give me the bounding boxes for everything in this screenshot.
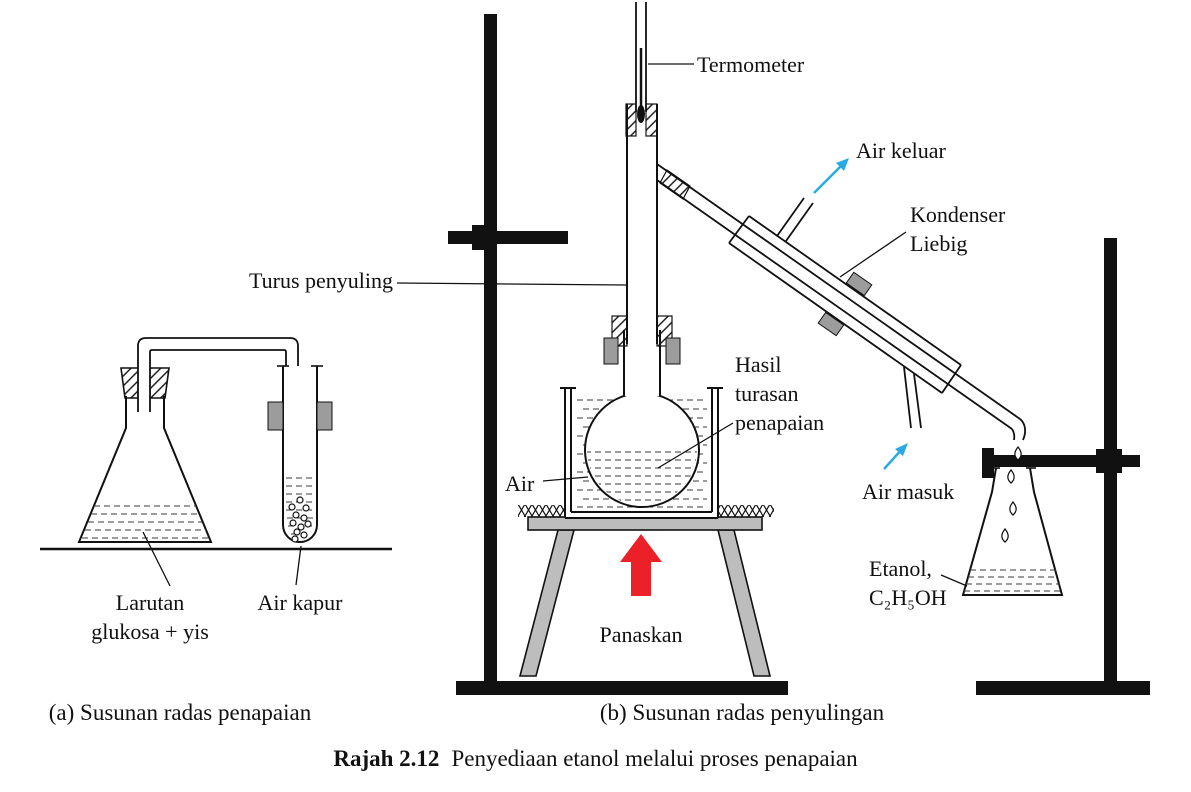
label-condenser: Kondenser Liebig [910,202,1006,257]
condenser-clamp [817,271,873,337]
label-water-bath: Air [505,471,535,496]
label-lime-water: Air kapur [257,590,343,615]
thermometer-bulb [637,105,645,123]
water-in-port [903,366,912,429]
lime-water-test-tube [267,365,333,543]
label-distillate: Hasil turasan penapaian [735,352,825,436]
label-product: Etanol, C₂H₅OH [869,556,947,611]
delivery-tube [137,337,299,505]
flask-neck-clamp [603,337,681,365]
bubbles [288,496,312,543]
test-tube-holder [267,401,333,431]
right-retort-stand [976,238,1150,695]
figure-caption: Rajah 2.12 Penyediaan etanol melalui pros… [0,746,1191,772]
column-joints [611,103,691,347]
figure-caption-text: Penyediaan etanol melalui proses penapai… [451,746,858,771]
liebig-condenser [656,163,1027,441]
caption-panel-b: (b) Susunan radas penyulingan [599,700,885,725]
panel-a-leader-lines [142,531,302,587]
water-out-port [776,197,805,237]
heat-arrow [620,534,662,596]
fermentation-flask [77,367,213,543]
inner-tube-bottom [656,179,1013,430]
ethanol-liquid [964,569,1061,592]
caption-panel-a: (a) Susunan radas penapaian [48,700,312,725]
tripod-stand [518,516,772,677]
inner-tube-top [656,163,1021,420]
jacket-bottom [728,242,943,394]
round-bottom-flask [584,330,700,508]
jacket-top [748,215,962,366]
label-water-out: Air keluar [856,138,946,163]
water-in-arrow [883,443,908,470]
figure-caption-label: Rajah 2.12 [333,746,440,771]
ethanol-drops [1001,445,1022,543]
thermometer [635,2,647,123]
bath-walls [560,387,723,519]
label-thermometer: Termometer [697,52,805,77]
panel-b-leader-lines [396,63,968,587]
left-retort-stand [448,14,788,695]
label-column: Turus penyuling [248,268,393,293]
receiving-flask [961,467,1064,596]
panel-b-apparatus [396,2,1150,695]
fractionating-column [603,103,691,365]
label-glucose-flask: Larutan glukosa + yis [91,590,209,645]
panel-a-apparatus [40,337,392,587]
label-water-in: Air masuk [862,479,955,504]
label-heat: Panaskan [599,622,683,647]
water-out-arrow [813,158,849,194]
